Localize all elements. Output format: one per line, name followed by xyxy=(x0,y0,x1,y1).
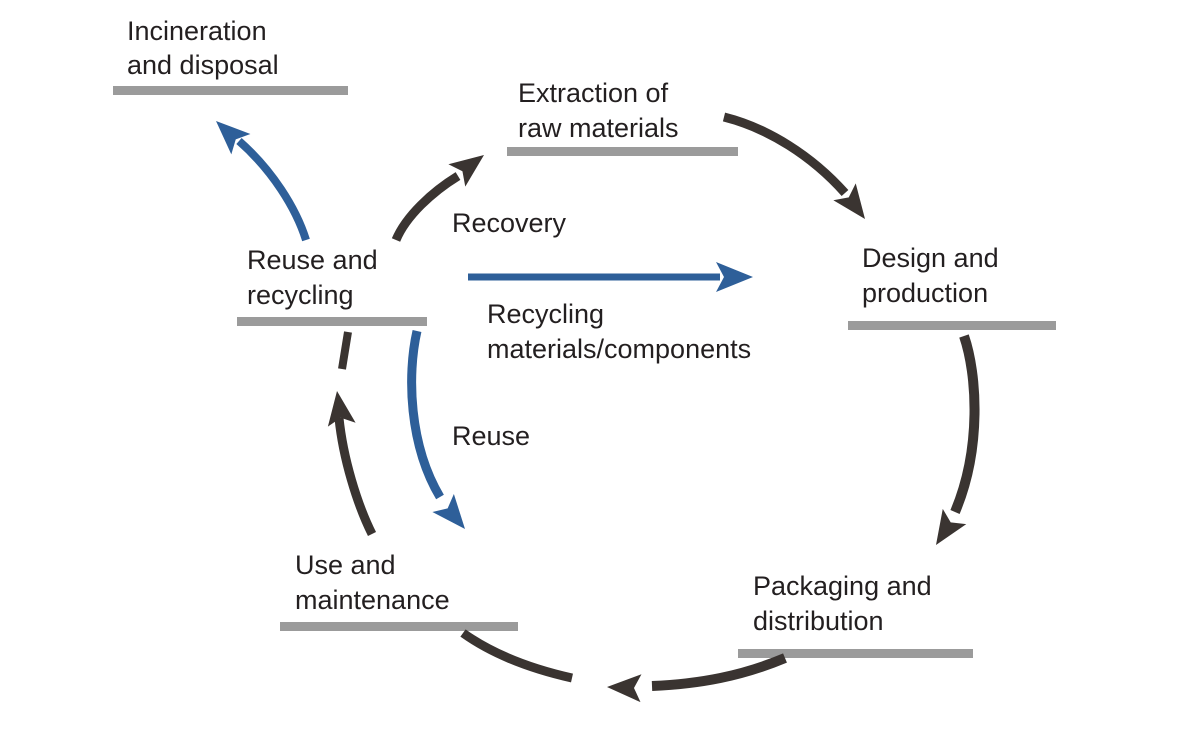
arrow-head-icon xyxy=(936,508,967,545)
node-label-line1: Use and xyxy=(295,550,396,580)
node-label-line2: recycling xyxy=(247,280,354,310)
arrow-tail-arc xyxy=(460,629,573,683)
arrow-head-icon xyxy=(448,155,484,187)
edge-label-recycling-line2: materials/components xyxy=(487,334,751,364)
arrow-shaft xyxy=(236,137,310,242)
node-label-line1: Incineration xyxy=(127,16,267,46)
node-incineration-and-disposal: Incineration and disposal xyxy=(113,16,348,95)
node-label-line1: Design and xyxy=(862,243,999,273)
node-extraction-of-raw-materials: Extraction of raw materials xyxy=(507,78,738,156)
node-underline-bar xyxy=(280,622,518,631)
arrow-shaft xyxy=(950,334,980,514)
arrow-to-incineration xyxy=(216,121,310,242)
arrow-use-to-reuse-recycling xyxy=(327,331,377,537)
node-underline-bar xyxy=(848,321,1056,330)
arrow-recycling-materials: Recycling materials/components xyxy=(468,262,753,364)
node-label-line2: maintenance xyxy=(295,585,450,615)
arrow-shaft xyxy=(391,172,461,242)
arrow-packaging-to-use xyxy=(460,629,787,703)
edge-label-reuse: Reuse xyxy=(452,421,530,451)
arrow-reuse: Reuse xyxy=(407,330,530,529)
node-label-line2: production xyxy=(862,278,988,308)
node-label-line2: and disposal xyxy=(127,50,279,80)
arrow-shaft xyxy=(722,112,849,196)
arrow-extraction-to-design xyxy=(722,112,865,219)
arrow-design-to-packaging xyxy=(936,334,980,545)
edge-label-recycling-line1: Recycling xyxy=(487,299,604,329)
arrow-shaft xyxy=(651,653,787,691)
node-underline-bar xyxy=(738,649,973,658)
arrow-shaft xyxy=(407,330,444,500)
node-packaging-and-distribution: Packaging and distribution xyxy=(738,571,973,658)
node-label-line1: Reuse and xyxy=(247,245,378,275)
arrow-head-icon xyxy=(327,391,356,427)
node-underline-bar xyxy=(113,86,348,95)
node-reuse-and-recycling: Reuse and recycling xyxy=(237,245,427,326)
arrow-shaft xyxy=(334,417,377,537)
node-label-line2: distribution xyxy=(753,606,884,636)
node-label-line2: raw materials xyxy=(518,113,679,143)
node-underline-bar xyxy=(507,147,738,156)
node-design-and-production: Design and production xyxy=(848,243,1056,330)
arrow-head-icon xyxy=(432,493,465,529)
node-label-line1: Extraction of xyxy=(518,78,669,108)
node-label-line1: Packaging and xyxy=(753,571,932,601)
arrow-head-icon xyxy=(716,262,753,292)
edge-label-recovery: Recovery xyxy=(452,208,567,238)
arrow-head-icon xyxy=(607,674,642,703)
node-underline-bar xyxy=(237,317,427,326)
node-use-and-maintenance: Use and maintenance xyxy=(280,550,518,631)
arrow-recovery: Recovery xyxy=(391,155,567,242)
arrow-tip-stub xyxy=(338,331,352,370)
arrow-head-icon xyxy=(216,121,251,155)
arrow-head-icon xyxy=(833,183,865,219)
